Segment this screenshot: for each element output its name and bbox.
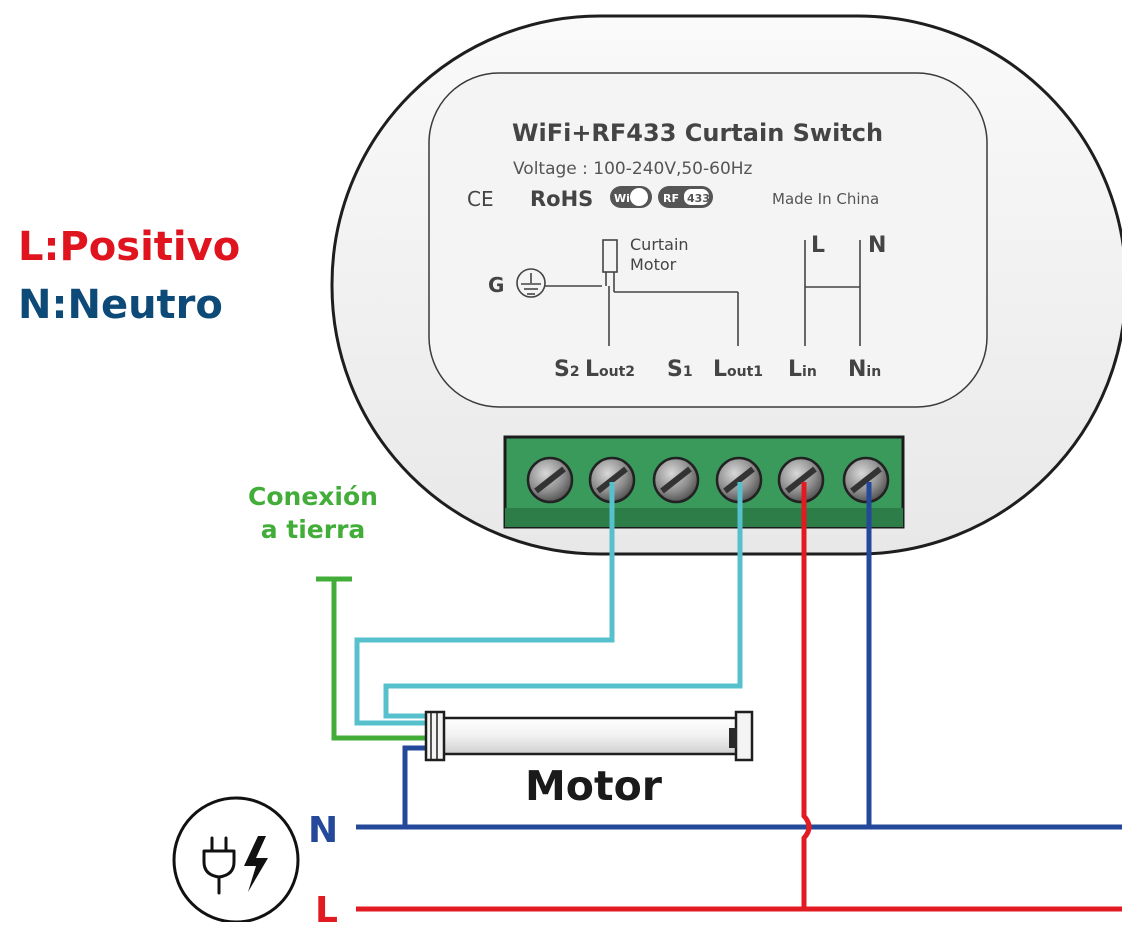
terminal-lin: Lin: [788, 357, 817, 382]
curtain-label-2: Motor: [630, 255, 677, 274]
rohs-mark: RoHS: [530, 187, 593, 211]
ce-mark: CE: [467, 187, 494, 211]
screw: [777, 456, 825, 504]
screw: [526, 456, 574, 504]
legend-positive: L:Positivo: [18, 224, 241, 270]
terminal-labels: S2 Lout2 S1 Lout1 Lin Nin: [554, 357, 881, 382]
mains-n-label: N: [308, 810, 338, 851]
screw: [652, 456, 700, 504]
made-in-text: Made In China: [772, 190, 879, 208]
terminal-block-base: [505, 508, 903, 527]
terminal-screws: [526, 456, 890, 504]
motor-wire-lout2: [354, 482, 615, 726]
top-n-letter: N: [868, 233, 886, 258]
terminal-s2: S2: [554, 357, 580, 382]
motor-tube: [424, 710, 754, 762]
legend-neutral: N:Neutro: [18, 282, 223, 328]
ground-label-line1: Conexión: [248, 482, 378, 511]
terminal-nin: Nin: [848, 357, 881, 382]
rf-value-text: 433: [687, 192, 710, 205]
terminal-s1: S1: [667, 357, 693, 382]
ground-wire: [316, 576, 436, 741]
live-wire: [801, 482, 812, 909]
wifi-badge-text: Wi Fi: [614, 192, 645, 205]
device-title: WiFi+RF433 Curtain Switch: [512, 119, 883, 147]
motor-label: Motor: [525, 762, 663, 810]
label-panel: [428, 72, 988, 408]
plug-lightning-icon: [172, 796, 300, 924]
mains-l-label: L: [315, 890, 338, 922]
terminal-lout2: Lout2: [585, 357, 635, 382]
voltage-text: Voltage : 100-240V,50-60Hz: [513, 159, 753, 179]
rf-badge-text: RF: [663, 192, 679, 205]
terminal-lout1: Lout1: [713, 357, 763, 382]
motor-wire-lout1: [383, 482, 743, 719]
screw: [842, 456, 890, 504]
screw: [588, 456, 636, 504]
ground-connection-label: Conexión a tierra: [222, 480, 404, 546]
wifi-icon: Wi Fi: [610, 186, 652, 208]
screw: [715, 456, 763, 504]
top-l-letter: L: [811, 233, 825, 258]
ground-symbol-icon: [516, 268, 546, 298]
ground-letter: G: [488, 273, 504, 297]
ground-label-line2: a tierra: [260, 515, 366, 544]
curtain-motor-symbol: [602, 239, 618, 273]
rf433-icon: RF 433: [658, 186, 713, 208]
internal-schematic: [516, 239, 861, 346]
curtain-label-1: Curtain: [630, 235, 689, 254]
